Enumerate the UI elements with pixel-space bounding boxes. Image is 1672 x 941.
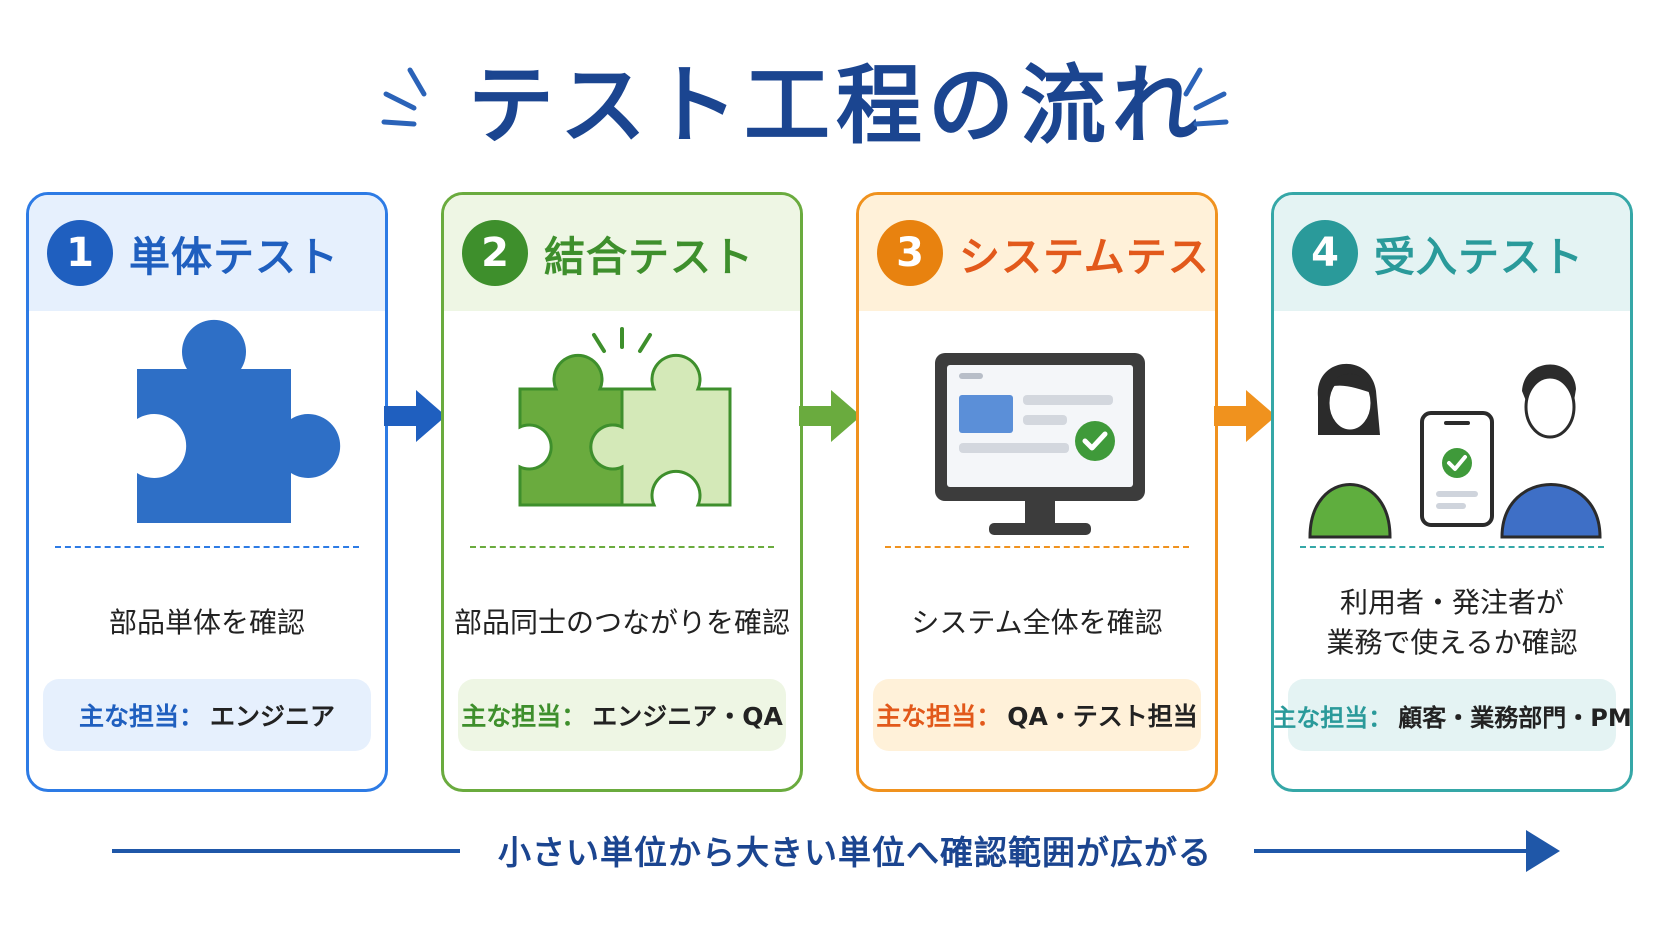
dashed-divider — [1300, 546, 1604, 548]
step-header: 3 システムテスト — [859, 195, 1215, 311]
owner-value: エンジニア — [210, 702, 336, 731]
owner-value: QA・テスト担当 — [1007, 702, 1198, 731]
step-title: 単体テスト — [129, 233, 339, 281]
owner-label: 主な担当： — [1272, 703, 1393, 732]
owner-label: 主な担当： — [876, 702, 1002, 731]
dashed-divider — [885, 546, 1189, 548]
step-number-badge: 3 — [877, 220, 943, 286]
right-spark-icon — [1183, 67, 1229, 127]
description-line: 利用者・発注者が — [1339, 586, 1564, 619]
description-line: 業務で使えるか確認 — [1326, 626, 1578, 659]
step-card-system-test: 3 システムテスト システム全体を確認 主な担当： QA・テスト担当 — [856, 192, 1218, 792]
left-spark-icon — [381, 67, 427, 127]
owner-value: エンジニア・QA — [592, 702, 783, 731]
users-approval-icon — [1308, 363, 1602, 539]
description-line: 部品同士のつながりを確認 — [453, 606, 790, 639]
step-card-acceptance-test: 4 受入テスト 利用者・発注者が 業務で使えるか確認 主な — [1271, 192, 1633, 792]
step-title: システムテスト — [959, 233, 1215, 281]
connected-puzzle-icon — [518, 327, 732, 507]
flow-line-left — [112, 849, 460, 853]
arrow-right-icon — [384, 390, 446, 442]
page-title: テスト工程の流れ — [468, 56, 1204, 156]
flow-arrowhead-icon — [1526, 830, 1560, 872]
step-number-badge: 2 — [462, 220, 528, 286]
step-card-integration-test: 2 結合テスト 部品同士のつながりを確認 主な担当： エンジニア・QA — [441, 192, 803, 792]
step-header: 2 結合テスト — [444, 195, 800, 311]
step-title: 結合テスト — [544, 233, 754, 281]
owner-label: 主な担当： — [461, 702, 587, 731]
step-description: 部品単体を確認 — [29, 575, 385, 671]
owner-box: 主な担当： 顧客・業務部門・PM — [1274, 679, 1630, 751]
flow-caption: 小さい単位から大きい単位へ確認範囲が広がる — [498, 833, 1212, 872]
arrow-right-icon — [1214, 390, 1276, 442]
monitor-check-icon — [935, 353, 1145, 535]
owner-value: 顧客・業務部門・PM — [1398, 703, 1632, 732]
owner-box: 主な担当： エンジニア・QA — [458, 679, 786, 751]
step-title: 受入テスト — [1374, 233, 1584, 281]
description-line: システム全体を確認 — [911, 606, 1163, 639]
description-line: 部品単体を確認 — [108, 606, 305, 639]
step-number-badge: 4 — [1292, 220, 1358, 286]
step-header: 4 受入テスト — [1274, 195, 1630, 311]
puzzle-piece-icon — [137, 319, 341, 523]
step-card-unit-test: 1 単体テスト 部品単体を確認 主な担当： エンジニア — [26, 192, 388, 792]
arrow-right-icon — [799, 390, 861, 442]
step-header: 1 単体テスト — [29, 195, 385, 311]
dashed-divider — [55, 546, 359, 548]
step-number-badge: 1 — [47, 220, 113, 286]
step-description: 部品同士のつながりを確認 — [444, 575, 800, 671]
owner-box: 主な担当： エンジニア — [43, 679, 371, 751]
step-description: システム全体を確認 — [859, 575, 1215, 671]
owner-box: 主な担当： QA・テスト担当 — [873, 679, 1201, 751]
owner-label: 主な担当： — [78, 702, 204, 731]
flow-line-right — [1254, 849, 1534, 853]
step-description: 利用者・発注者が 業務で使えるか確認 — [1274, 575, 1630, 671]
dashed-divider — [470, 546, 774, 548]
